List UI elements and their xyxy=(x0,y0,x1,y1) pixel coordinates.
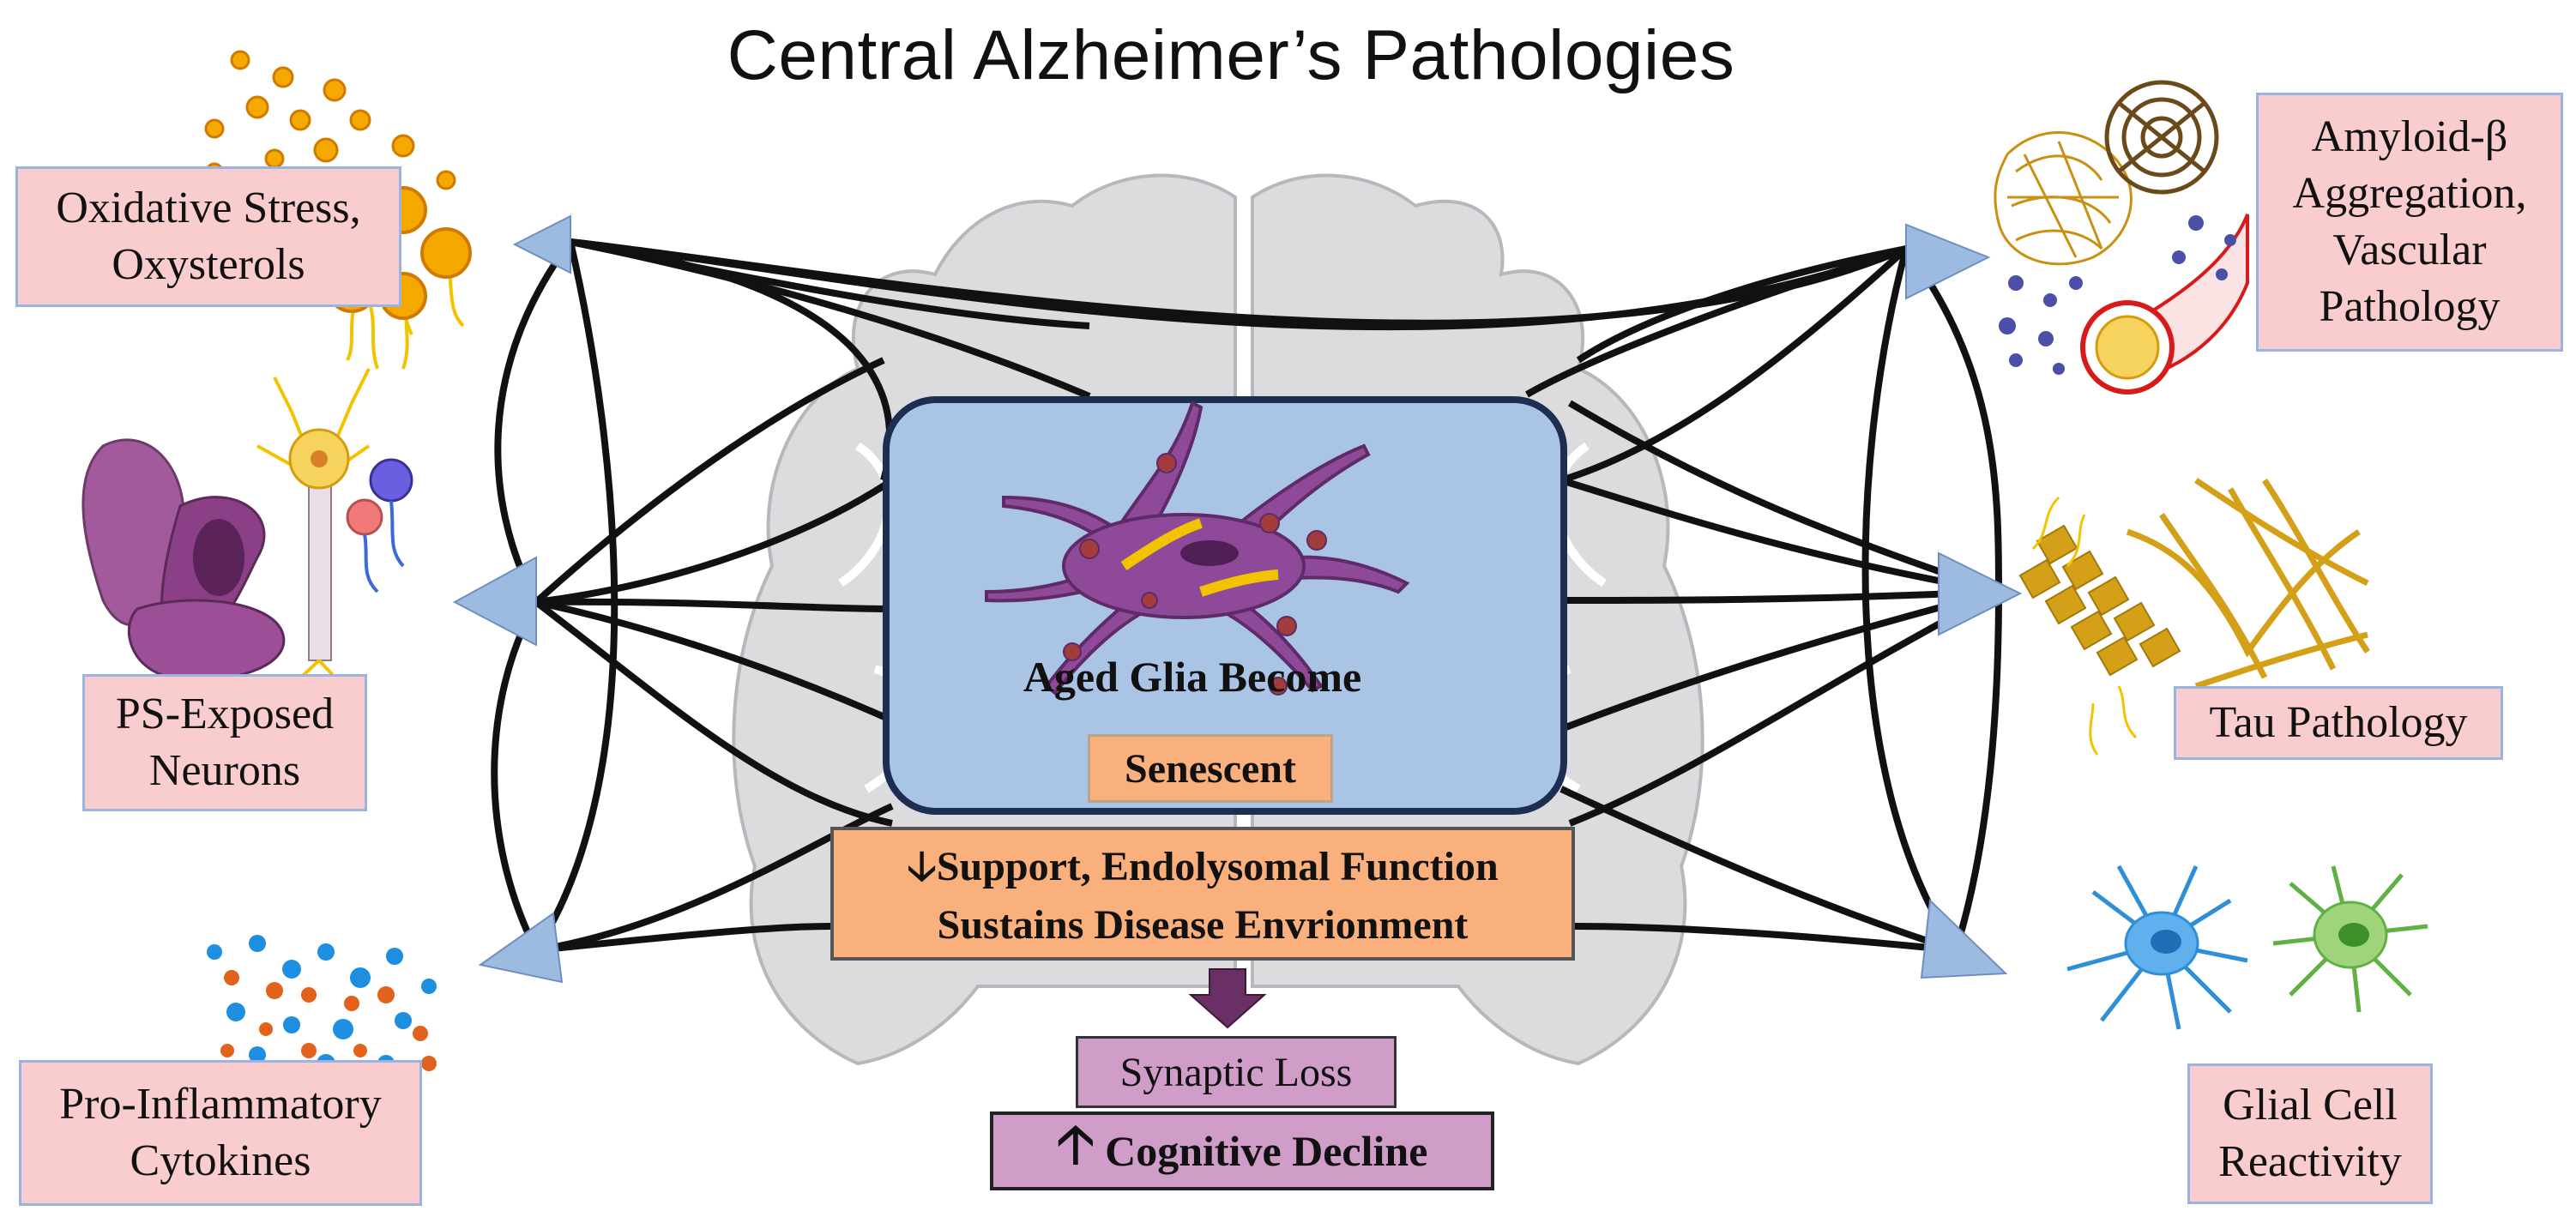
label-ps-exposed-neurons: PS-Exposed Neurons xyxy=(82,674,367,811)
arrowhead-right-top xyxy=(1905,223,1991,300)
label-pro-inflammatory-cytokines: Pro-Inflammatory Cytokines xyxy=(19,1060,422,1206)
senescent-label: Senescent xyxy=(1088,734,1333,803)
arrowhead-right-bottom xyxy=(1920,898,2008,979)
cognitive-decline-label: Cognitive Decline xyxy=(1105,1127,1428,1175)
cytokine-particles-icon xyxy=(207,935,437,1073)
amyloid-plaque-vessel-icon xyxy=(1994,80,2249,395)
effects-line2: Sustains Disease Envrionment xyxy=(937,902,1469,948)
label-oxidative-stress: Oxidative Stress, Oxysterols xyxy=(15,166,401,307)
connection-arrows xyxy=(491,238,2002,954)
diagram-title: Central Alzheimer’s Pathologies xyxy=(727,16,1735,94)
decrease-arrow-icon: 🡣 xyxy=(907,842,937,890)
arrowhead-right-middle xyxy=(1938,551,2023,636)
reactive-glia-icon xyxy=(2066,865,2428,1030)
arrowheads xyxy=(452,214,2023,984)
senescent-glia-cell-icon xyxy=(985,401,1410,696)
tau-tangles-icon xyxy=(2018,478,2370,756)
synaptic-loss-box: Synaptic Loss xyxy=(1076,1036,1397,1108)
arrowhead-left-bottom xyxy=(478,912,564,984)
effects-line1: Support, Endolysomal Function xyxy=(936,844,1499,889)
ps-exposed-neuron-icon xyxy=(81,368,413,688)
cognitive-decline-box: 🡡 Cognitive Decline xyxy=(990,1112,1494,1190)
effects-box: 🡣Support, Endolysomal Function Sustains … xyxy=(830,827,1575,961)
label-tau-pathology: Tau Pathology xyxy=(2174,686,2503,760)
label-amyloid-beta: Amyloid-β Aggregation, Vascular Patholog… xyxy=(2256,93,2563,352)
arrowhead-left-top xyxy=(512,214,571,274)
downward-arrow xyxy=(1188,968,1267,1029)
center-title: Aged Glia Become xyxy=(1023,653,1362,701)
increase-arrow-icon: 🡡 xyxy=(1056,1112,1095,1175)
label-glial-cell-reactivity: Glial Cell Reactivity xyxy=(2187,1063,2433,1204)
arrowhead-left-middle xyxy=(452,556,537,647)
